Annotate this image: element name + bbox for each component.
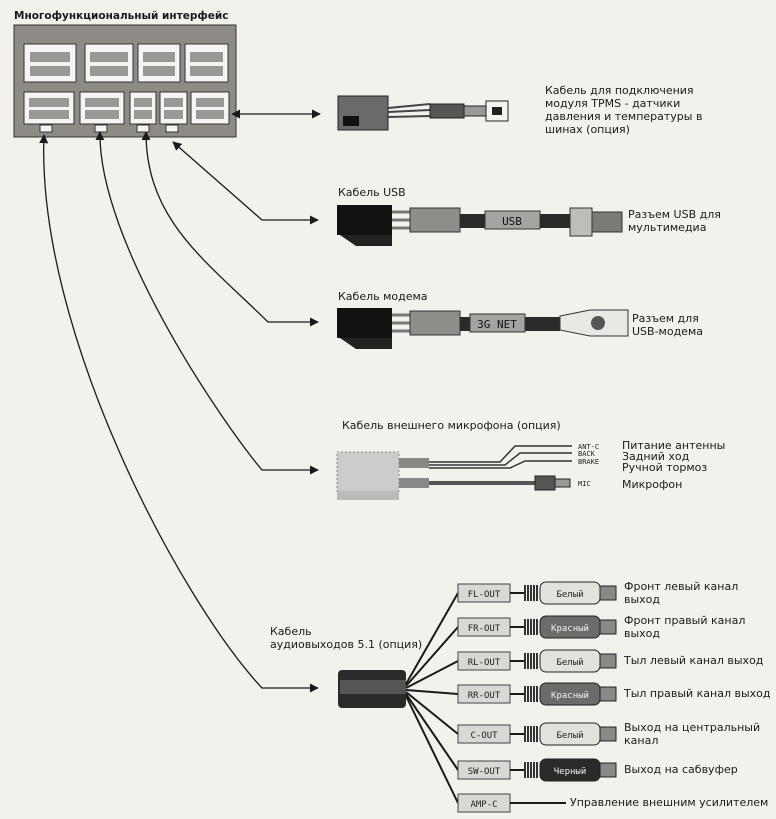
audio-code-label: RL-OUT [468, 658, 501, 668]
modem-plug-text: 3G NET [477, 318, 517, 331]
rca-color-label: Белый [556, 731, 583, 741]
modem-cable-title: Кабель модема [338, 290, 428, 303]
rca-color-label: Черный [554, 767, 587, 777]
modem-description: Разъем для USB-модема [632, 312, 703, 338]
usb-description: Разъем USB для мультимедиа [628, 208, 721, 234]
mic-code-mic: MIC [578, 480, 591, 488]
mic-code-brake: BRAKE [578, 458, 599, 466]
modem-cable-illustration: 3G NET [337, 308, 629, 349]
audio-channel-sw-out: SW-OUT Черный [457, 758, 617, 782]
tpms-description: Кабель для подключения модуля TPMS - дат… [545, 84, 703, 136]
audio-cable-hub [338, 670, 406, 708]
audio-channel-rr-out: RR-OUT Красный [457, 682, 617, 706]
interface-connector-block [13, 24, 237, 138]
audio-channel-label: Выход на сабвуфер [624, 763, 738, 776]
mic-wire-labels: Питание антенны Задний ход Ручной тормоз [622, 439, 726, 474]
audio-channel-c-out: C-OUT Белый [457, 722, 617, 746]
audio-channel-label: Тыл левый канал выход [624, 654, 764, 667]
rca-color-label: Красный [551, 624, 589, 634]
audio-code-label: FR-OUT [468, 624, 501, 634]
audio-channel-amp-c: AMP-C [457, 793, 566, 813]
tpms-cable-illustration [337, 95, 509, 131]
rca-color-label: Красный [551, 691, 589, 701]
usb-plug-text: USB [502, 215, 522, 228]
audio-code-label: FL-OUT [468, 590, 501, 600]
amp-code-label: AMP-C [470, 800, 497, 810]
connection-lines [39, 109, 321, 693]
amp-label: Управление внешним усилителем [570, 796, 769, 809]
mic-code-back: BACK [578, 450, 596, 458]
audio-code-label: RR-OUT [468, 691, 501, 701]
audio-code-label: C-OUT [470, 731, 498, 741]
audio-channel-label: Тыл правый канал выход [624, 687, 771, 700]
audio-channel-fl-out: FL-OUT Белый [457, 581, 617, 605]
mic-cable-illustration: ANT-C BACK BRAKE MIC [336, 443, 599, 500]
interface-title: Многофункциональный интерфейс [14, 10, 229, 22]
rca-color-label: Белый [556, 658, 583, 668]
usb-cable-title: Кабель USB [338, 186, 406, 199]
audio-code-label: SW-OUT [468, 767, 501, 777]
mic-cable-title: Кабель внешнего микрофона (опция) [342, 419, 561, 432]
mic-label: Микрофон [622, 478, 683, 491]
audio-cable-title: Кабель аудиовыходов 5.1 (опция) [270, 625, 423, 651]
audio-channel-rl-out: RL-OUT Белый [457, 649, 617, 673]
rca-color-label: Белый [556, 590, 583, 600]
usb-cable-illustration: USB [337, 205, 623, 246]
audio-channel-fr-out: FR-OUT Красный [457, 615, 617, 639]
audio-fan-wires [405, 592, 459, 804]
mic-code-ant: ANT-C [578, 443, 599, 451]
